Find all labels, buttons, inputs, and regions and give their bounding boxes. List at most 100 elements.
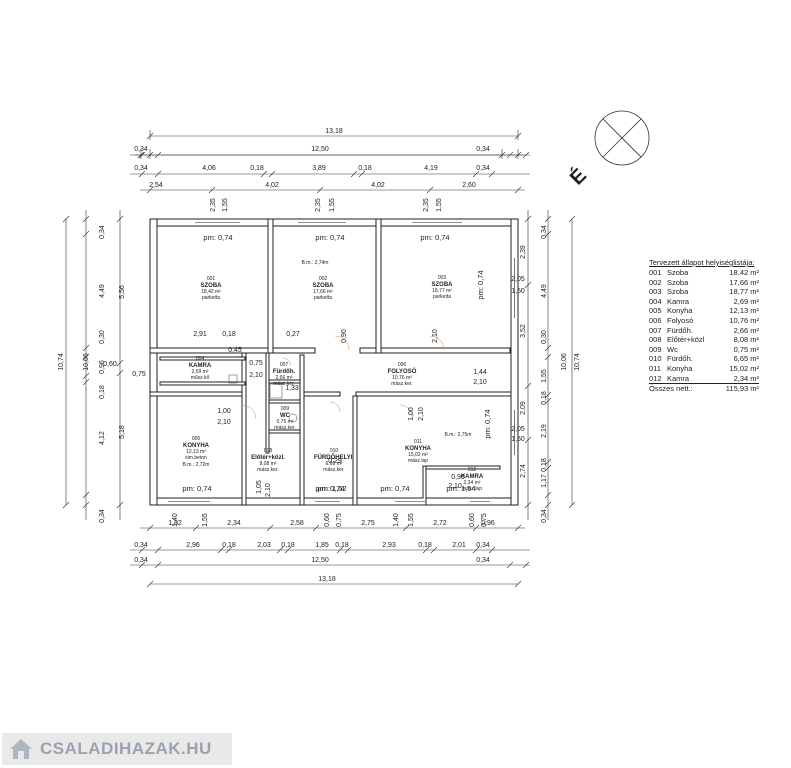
north-label: É bbox=[565, 164, 591, 190]
overall-depth-label: 10,74 bbox=[58, 353, 65, 371]
dim-label: 2,58 bbox=[290, 520, 304, 527]
dim-label: 0,30 bbox=[541, 330, 548, 344]
dim-label: 2,35 bbox=[315, 198, 322, 212]
room-name: KONYHA bbox=[405, 446, 432, 452]
dim-label: 1,05 bbox=[256, 480, 263, 494]
room-number: 007 bbox=[280, 362, 289, 368]
room-area: 17,66 m² bbox=[729, 277, 759, 287]
room-number: 001 bbox=[207, 276, 216, 282]
dim-label: 4,19 bbox=[424, 165, 438, 172]
room-no: 012 bbox=[649, 373, 662, 383]
inner-dim-label: 0,18 bbox=[222, 331, 236, 338]
dim-label: 5,18 bbox=[119, 425, 126, 439]
dim-tick bbox=[514, 580, 522, 588]
dim-tick bbox=[522, 561, 530, 569]
wall bbox=[149, 391, 246, 397]
room-floor: sim.beton bbox=[185, 455, 207, 461]
dim-label: 2,75 bbox=[361, 520, 375, 527]
dim-tick bbox=[276, 546, 284, 554]
dim-label: 1,55 bbox=[408, 513, 415, 527]
dim-tick bbox=[146, 580, 154, 588]
dim-label: 0,60 bbox=[469, 513, 476, 527]
room-no: 002 bbox=[649, 277, 662, 287]
dim-label: 0,18 bbox=[281, 542, 295, 549]
inner-dim-label: 0,27 bbox=[286, 331, 300, 338]
room-area: 10,76 m² bbox=[729, 315, 759, 325]
dim-label: 3,89 bbox=[312, 165, 326, 172]
dim-label: 4,06 bbox=[202, 165, 216, 172]
dim-tick bbox=[192, 524, 200, 532]
chimney-fixture bbox=[228, 374, 238, 384]
dim-tick bbox=[138, 561, 146, 569]
wall bbox=[267, 347, 316, 354]
dim-label: 1,55 bbox=[202, 513, 209, 527]
inner-dim-label: 2,10 bbox=[249, 372, 263, 379]
wall bbox=[149, 347, 269, 354]
room-number: 006 bbox=[398, 362, 407, 368]
room-floor: mász.lap bbox=[462, 486, 482, 492]
room-name: Kamra bbox=[667, 373, 690, 383]
room-area: 8,08 m² bbox=[260, 461, 277, 467]
wall bbox=[159, 356, 246, 361]
sill-height-label: pm: 0,74 bbox=[315, 233, 344, 242]
dim-label: 0,34 bbox=[134, 165, 148, 172]
dim-label: 1,55 bbox=[541, 369, 548, 383]
dim-label: 2,09 bbox=[520, 401, 527, 415]
room-no: 003 bbox=[649, 287, 662, 297]
inner-dim-label: 1,44 bbox=[473, 369, 487, 376]
room-area: 2,69 m² bbox=[192, 369, 209, 375]
dim-tick bbox=[312, 524, 320, 532]
dim-tick bbox=[422, 546, 430, 554]
dim-tick bbox=[426, 186, 434, 194]
inner-dim-label: 2,91 bbox=[193, 331, 207, 338]
dim-label: 2,74 bbox=[520, 464, 527, 478]
room-name: KAMRA bbox=[461, 474, 484, 480]
dim-label: 0,75 bbox=[132, 371, 146, 378]
dim-label: 5,56 bbox=[119, 285, 126, 299]
room-no: 004 bbox=[649, 296, 662, 306]
dim-label: 0,34 bbox=[99, 509, 106, 523]
dim-tick bbox=[138, 546, 146, 554]
dim-tick bbox=[146, 524, 154, 532]
dim-label: 0,60 bbox=[103, 361, 117, 368]
dim-tick bbox=[524, 436, 532, 444]
dim-label: 10,06 bbox=[561, 353, 568, 371]
room-area: 8,08 m² bbox=[733, 335, 759, 345]
dim-tick bbox=[116, 501, 124, 509]
room-floor: parketta bbox=[202, 295, 220, 301]
dim-label: 0,18 bbox=[335, 542, 349, 549]
dim-label: 2,60 bbox=[462, 182, 476, 189]
total-label: Összes nett.: bbox=[649, 384, 693, 394]
inner-dim-label: 1,33 bbox=[285, 385, 299, 392]
room-name: Fürdőh. bbox=[273, 369, 296, 375]
door-swing bbox=[429, 335, 445, 351]
dim-tick bbox=[82, 372, 90, 380]
dim-tick bbox=[116, 215, 124, 223]
site-logo[interactable]: CSALADIHAZAK.HU bbox=[2, 733, 232, 765]
inner-dim-label: 0,90 bbox=[341, 329, 348, 343]
room-floor: mász.lap bbox=[408, 458, 428, 464]
dim-label: 2,35 bbox=[210, 198, 217, 212]
dim-label: 0,18 bbox=[541, 391, 548, 405]
dim-label: 0,34 bbox=[476, 146, 490, 153]
room-area: 0,75 m² bbox=[733, 344, 759, 354]
inner-dim-label: 2,10 bbox=[473, 379, 487, 386]
dim-tick bbox=[544, 230, 552, 238]
room-area: 2,34 m² bbox=[464, 480, 481, 486]
dim-label: 0,34 bbox=[99, 225, 106, 239]
wall bbox=[299, 391, 341, 397]
room-floor: mász.ker. bbox=[257, 467, 278, 473]
dim-tick bbox=[350, 170, 358, 178]
dim-label: 0,18 bbox=[222, 542, 236, 549]
wall bbox=[159, 381, 246, 386]
dim-tick bbox=[524, 382, 532, 390]
room-name: KAMRA bbox=[189, 363, 212, 369]
dim-tick bbox=[138, 170, 146, 178]
dim-label: 1,17 bbox=[541, 474, 548, 488]
inner-dim-label: 2,10 bbox=[448, 483, 462, 490]
dim-tick bbox=[154, 151, 162, 159]
dim-label: 3,52 bbox=[520, 324, 527, 338]
dim-tick bbox=[524, 281, 532, 289]
dim-tick bbox=[472, 524, 480, 532]
